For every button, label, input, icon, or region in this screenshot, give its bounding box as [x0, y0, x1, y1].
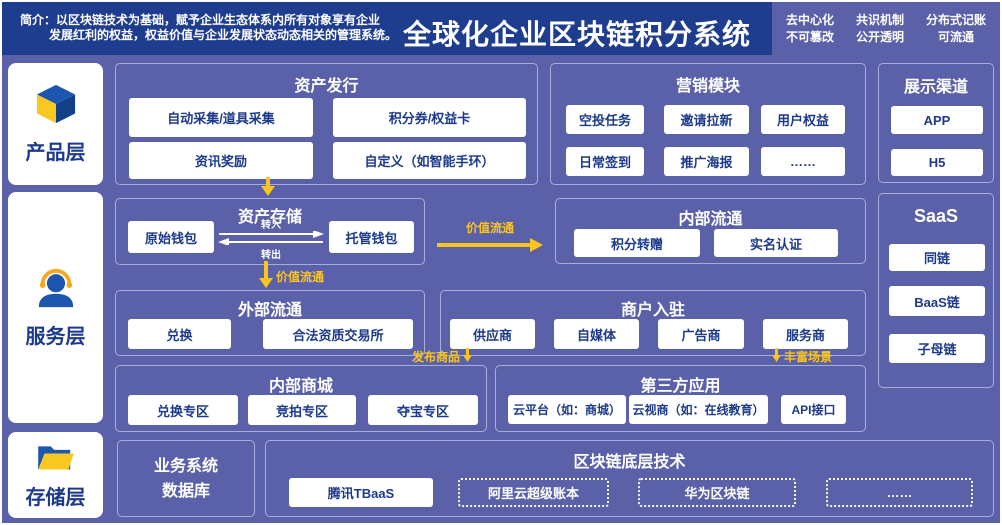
business-database-line2: 数据库 — [161, 482, 210, 500]
panel-asset-storage: 资产存储 原始钱包 托管钱包 转入 转出 — [115, 198, 425, 265]
down-arrow-icon — [772, 348, 781, 365]
panel-title-third-party-apps: 第三方应用 — [640, 378, 721, 395]
cube-icon — [33, 83, 79, 130]
panel-third-party-apps: 第三方应用 云平台（如：商城） 云视商（如：在线教育） API接口 — [495, 365, 866, 432]
item-supplier: 供应商 — [450, 319, 535, 349]
panel-marketing: 营销模块 空投任务 邀请拉新 用户权益 日常签到 推广海报 …… — [550, 63, 866, 185]
down-arrow-icon — [261, 177, 275, 201]
item-self-media: 自媒体 — [554, 319, 639, 349]
item-daily-checkin: 日常签到 — [566, 147, 644, 176]
feature-badges: 去中心化 不可篡改 共识机制 公开透明 分布式记账 可流通 — [772, 2, 1000, 55]
panel-title-asset-issuance: 资产发行 — [294, 78, 359, 95]
down-arrow-icon — [463, 348, 473, 365]
value-flow-horizontal-label: 价值流通 — [465, 221, 514, 235]
item-auto-collection: 自动采集/道具采集 — [129, 98, 313, 137]
layer-card-storage: 存储层 — [8, 432, 103, 518]
item-original-wallet: 原始钱包 — [128, 221, 214, 253]
rich-scenarios-flow: 丰富场景 — [772, 348, 832, 365]
item-info-reward: 资讯奖励 — [129, 142, 313, 179]
item-marketing-more: …… — [761, 147, 845, 176]
item-blockchain-more: …… — [826, 478, 973, 507]
item-points-voucher: 积分券/权益卡 — [333, 98, 526, 137]
item-parent-child-chain: 子母链 — [889, 334, 985, 363]
feature-distributed-ledger: 分布式记账 可流通 — [925, 12, 986, 44]
item-points-gift: 积分转赠 — [574, 229, 700, 257]
panel-title-internal-circulation: 内部流通 — [678, 211, 743, 228]
panel-title-display-channels: 展示渠道 — [903, 79, 968, 96]
layer-label-product: 产品层 — [25, 142, 86, 164]
item-legal-exchange: 合法资质交易所 — [263, 319, 413, 349]
item-cloud-platform: 云平台（如：商城） — [508, 395, 626, 424]
system-intro: 简介：以区块链技术为基础，赋予企业生态体系内所有对象享有企业 发展红利的权益，权… — [20, 13, 397, 43]
panel-title-merchant-onboarding: 商户入驻 — [620, 302, 685, 319]
panel-blockchain-base: 区块链底层技术 腾讯TBaaS 阿里云超级账本 华为区块链 …… — [265, 440, 994, 517]
item-custodial-wallet: 托管钱包 — [329, 221, 414, 253]
value-flow-vertical-label: 价值流通 — [276, 270, 325, 284]
item-exchange-zone: 兑换专区 — [128, 395, 238, 425]
layer-card-service: 服务层 — [8, 192, 103, 423]
panel-internal-mall: 内部商城 兑换专区 竞拍专区 夺宝专区 — [115, 365, 487, 432]
right-arrow-icon — [437, 238, 543, 256]
layer-card-product: 产品层 — [8, 63, 103, 185]
item-baas-chain: BaaS链 — [889, 286, 985, 316]
item-api-interface: API接口 — [781, 395, 846, 424]
panel-title-blockchain-base: 区块链底层技术 — [573, 454, 686, 471]
down-arrow-icon — [259, 261, 273, 293]
folder-icon — [36, 441, 76, 478]
transfer-out-label: 转出 — [261, 250, 281, 261]
panel-display-channels: 展示渠道 APP H5 — [878, 63, 994, 183]
panel-internal-circulation: 内部流通 积分转赠 实名认证 — [555, 198, 866, 264]
publish-goods-label: 发布商品 — [412, 350, 461, 364]
customer-service-icon — [33, 267, 79, 314]
header-bar: 简介：以区块链技术为基础，赋予企业生态体系内所有对象享有企业 发展红利的权益，权… — [2, 2, 1000, 55]
panel-title-internal-mall: 内部商城 — [268, 378, 333, 395]
item-treasure-zone: 夺宝专区 — [368, 395, 478, 425]
feature-decentralized: 去中心化 不可篡改 — [786, 12, 835, 44]
panel-asset-issuance: 资产发行 自动采集/道具采集 积分券/权益卡 资讯奖励 自定义（如智能手环） — [115, 63, 538, 185]
item-auction-zone: 竞拍专区 — [248, 395, 356, 425]
intro-line-1: 简介：以区块链技术为基础，赋予企业生态体系内所有对象享有企业 — [20, 13, 381, 27]
item-custom-device: 自定义（如智能手环） — [333, 142, 526, 179]
panel-merchant-onboarding: 商户入驻 供应商 自媒体 广告商 服务商 — [440, 290, 866, 356]
intro-line-2: 发展红利的权益，权益价值与企业发展状态动态相关的管理系统。 — [49, 28, 398, 42]
layer-label-service: 服务层 — [25, 325, 86, 348]
page-title: 全球化企业区块链积分系统 — [403, 19, 752, 50]
business-database-line1: 业务系统 — [153, 457, 218, 475]
item-advertiser: 广告商 — [658, 319, 744, 349]
item-huawei-blockchain: 华为区块链 — [638, 478, 796, 507]
item-service-provider: 服务商 — [763, 319, 848, 349]
feature-consensus: 共识机制 公开透明 — [855, 12, 904, 44]
double-arrow-icon — [217, 230, 325, 249]
panel-saas: SaaS 同链 BaaS链 子母链 — [878, 193, 994, 388]
panel-external-circulation: 外部流通 兑换 合法资质交易所 — [115, 290, 425, 356]
item-airdrop-task: 空投任务 — [566, 105, 644, 134]
wallet-transfer-flow: 转入 转出 — [215, 220, 327, 261]
item-cloud-video-commerce: 云视商（如：在线教育） — [629, 395, 768, 424]
item-user-rights: 用户权益 — [761, 105, 845, 134]
layer-label-storage: 存储层 — [25, 486, 86, 509]
item-tencent-tbaas: 腾讯TBaaS — [289, 478, 433, 507]
item-real-name-auth: 实名认证 — [714, 229, 838, 257]
item-same-chain: 同链 — [889, 244, 985, 271]
value-flow-horizontal: 价值流通 — [437, 219, 543, 257]
panel-title-asset-storage: 资产存储 — [237, 209, 302, 226]
panel-title-external-circulation: 外部流通 — [237, 302, 302, 319]
item-promo-poster: 推广海报 — [664, 147, 749, 176]
item-app: APP — [891, 106, 983, 134]
item-invite-new: 邀请拉新 — [664, 105, 749, 134]
item-exchange: 兑换 — [128, 319, 231, 349]
transfer-in-label: 转入 — [261, 220, 281, 231]
panel-title-saas: SaaS — [913, 206, 959, 226]
publish-goods-flow: 发布商品 — [412, 348, 473, 365]
panel-title-marketing: 营销模块 — [675, 78, 740, 95]
panel-business-database: 业务系统 数据库 — [117, 440, 255, 517]
item-aliyun-hyperledger: 阿里云超级账本 — [458, 478, 609, 507]
rich-scenarios-label: 丰富场景 — [784, 350, 833, 364]
item-h5: H5 — [891, 149, 983, 176]
